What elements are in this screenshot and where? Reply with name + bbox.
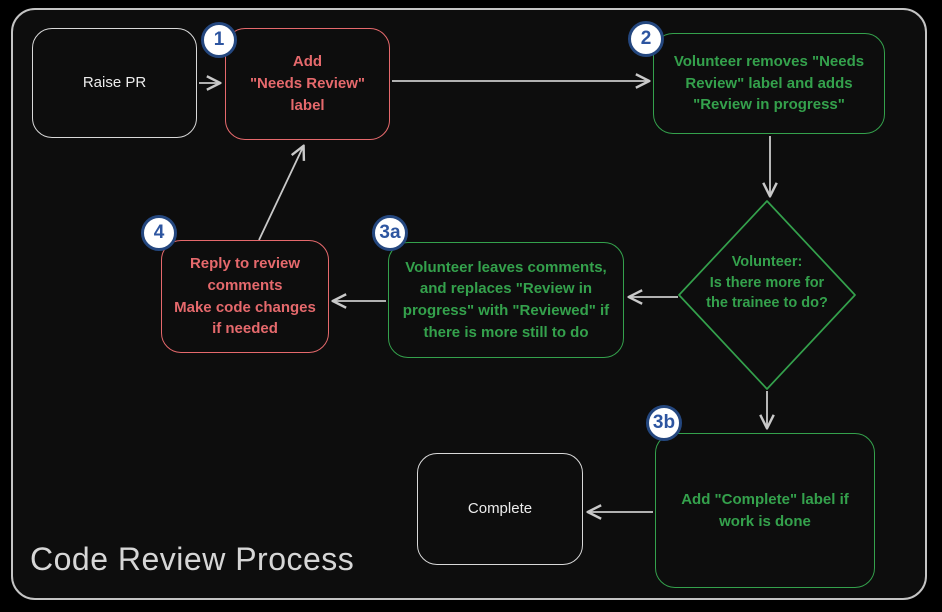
node-raise-pr: Raise PR — [32, 28, 197, 138]
node-step3b-add-complete-label: Add "Complete" label if work is done — [655, 433, 875, 588]
node-step4-reply-to-review-comments: Reply to review comments Make code chang… — [161, 240, 329, 353]
node-step2-volunteer-removes-label: Volunteer removes "Needs Review" label a… — [653, 33, 885, 134]
node-decision-label: Volunteer: Is there more for the trainee… — [706, 254, 828, 312]
node-step1-add-needs-review-label: Add "Needs Review" label — [225, 28, 390, 140]
badge-step1: 1 — [201, 22, 237, 58]
node-complete: Complete — [417, 453, 583, 565]
page-title: Code Review Process — [30, 541, 355, 577]
badge-step4: 4 — [141, 215, 177, 251]
badge-step2: 2 — [628, 21, 664, 57]
node-step3a-volunteer-leaves-comments: Volunteer leaves comments, and replaces … — [388, 242, 624, 358]
badge-step3a: 3a — [372, 215, 408, 251]
badge-step3b: 3b — [646, 405, 682, 441]
